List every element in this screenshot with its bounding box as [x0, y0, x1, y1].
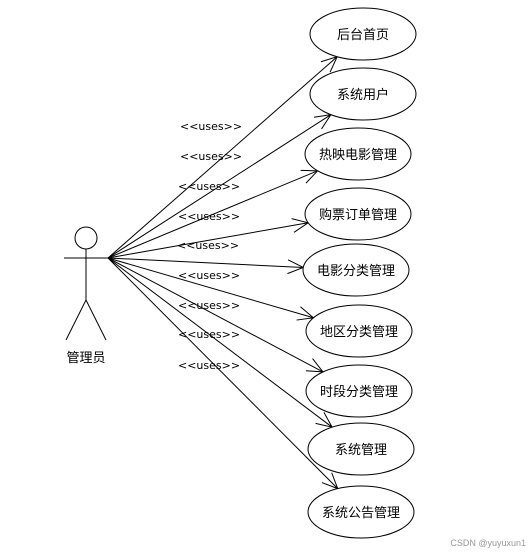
- actor-head: [74, 226, 98, 250]
- uses-label: <<uses>>: [180, 120, 242, 133]
- actor-right-leg: [85, 299, 107, 341]
- use-case-label: 地区分类管理: [320, 325, 398, 340]
- use-case-label: 系统管理: [335, 443, 387, 458]
- actor-figure: [64, 226, 108, 341]
- uses-label: <<uses>>: [178, 269, 240, 282]
- association-line: [107, 257, 304, 268]
- association-line: [107, 170, 318, 259]
- use-case-label: 电影分类管理: [317, 264, 395, 279]
- use-case-ellipse: [305, 304, 413, 358]
- association-line: [107, 56, 338, 259]
- use-case-ellipse: [302, 243, 410, 297]
- uses-label: <<uses>>: [178, 299, 240, 312]
- association-line: [107, 257, 339, 489]
- uses-label: <<uses>>: [178, 328, 240, 341]
- use-case-ellipse: [307, 422, 415, 476]
- association-line: [107, 257, 333, 428]
- association-line: [107, 114, 332, 259]
- use-case-ellipse: [307, 485, 415, 539]
- use-case-ellipse: [309, 7, 417, 61]
- use-cases: 后台首页系统用户热映电影管理购票订单管理电影分类管理地区分类管理时段分类管理系统…: [302, 7, 417, 539]
- use-case-label: 后台首页: [337, 28, 389, 43]
- use-case-label: 购票订单管理: [319, 207, 397, 223]
- use-case-label: 热映电影管理: [319, 148, 397, 163]
- watermark: CSDN @yuyuxun1: [450, 538, 526, 548]
- actor-left-leg: [65, 299, 87, 341]
- use-case-label: 系统用户: [337, 87, 389, 103]
- use-case-label: 系统公告管理: [322, 506, 400, 521]
- association-line: [107, 257, 314, 319]
- uses-label: <<uses>>: [180, 150, 242, 163]
- use-case-ellipse: [305, 364, 413, 418]
- use-case-label: 时段分类管理: [320, 385, 398, 400]
- uses-label: <<uses>>: [178, 359, 240, 372]
- actor-label: 管理员: [66, 351, 105, 366]
- association-line: [107, 222, 309, 259]
- use-case-ellipse: [309, 67, 417, 121]
- uses-label: <<uses>>: [177, 239, 239, 252]
- associations: <<uses>> <<uses>> <<uses>> <<uses>> <<uses>>…: [107, 55, 339, 490]
- use-case-ellipse: [304, 127, 412, 181]
- association-line: [107, 257, 324, 373]
- uses-label: <<uses>>: [178, 210, 240, 223]
- use-case-ellipse: [304, 187, 412, 241]
- arrowhead: [305, 358, 325, 373]
- uses-label: <<uses>>: [178, 180, 240, 193]
